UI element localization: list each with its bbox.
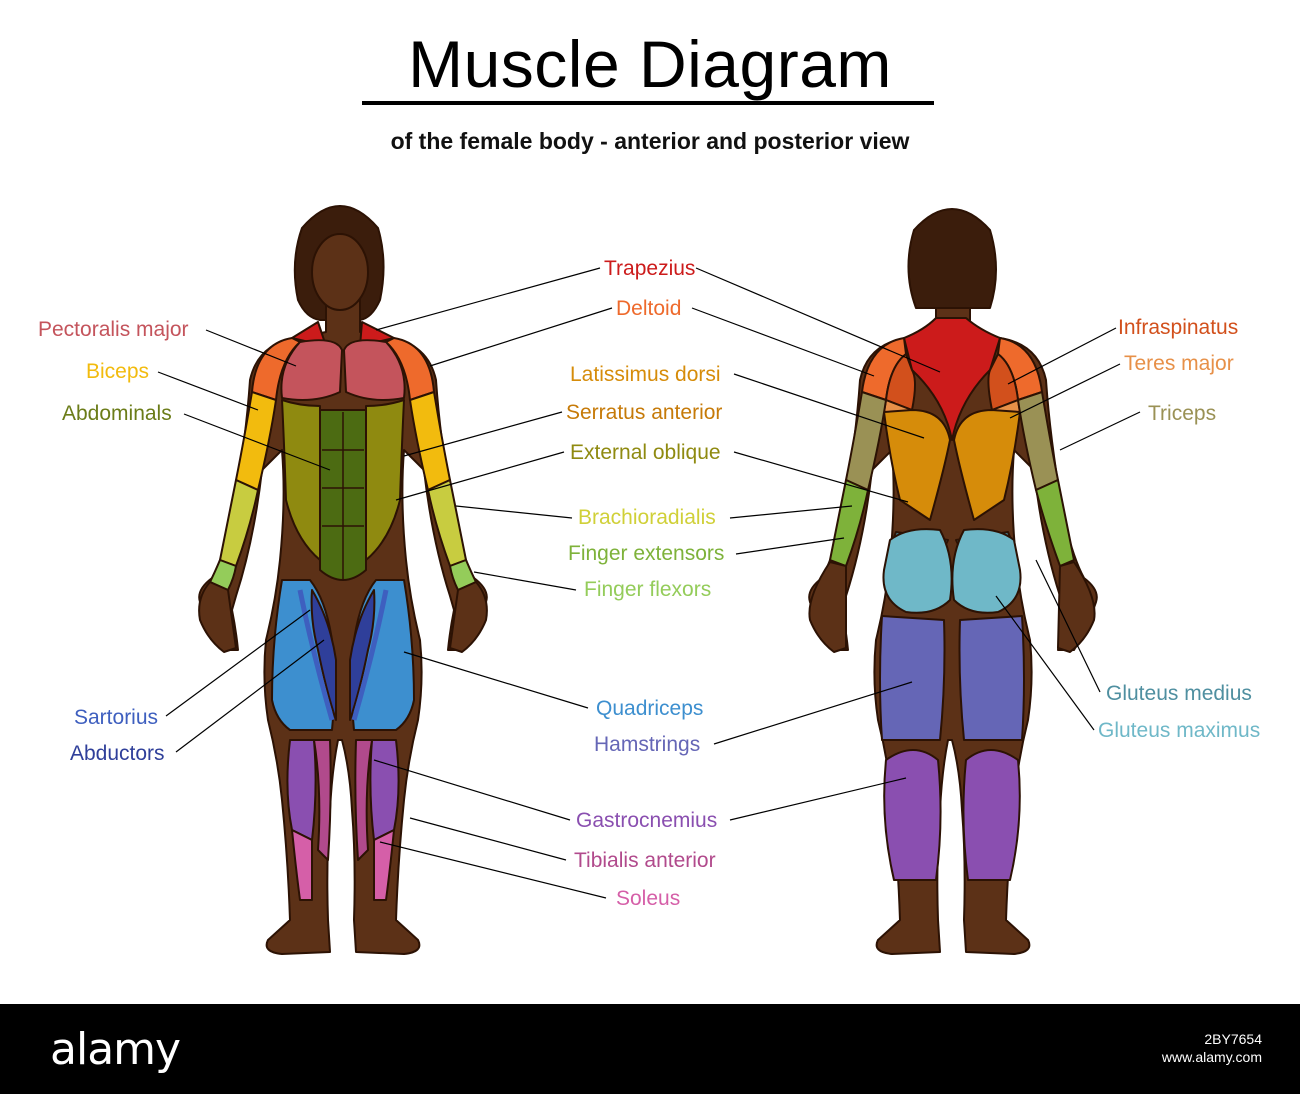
- leader-lines: [157, 267, 1141, 899]
- label-external-oblique: External oblique: [570, 441, 721, 464]
- back-hamstrings-right: [958, 615, 1025, 741]
- back-gastrocnemius-right: [962, 749, 1021, 881]
- label-hamstrings: Hamstrings: [594, 733, 701, 756]
- back-gluteus-maximus-left: [882, 528, 953, 614]
- footer-bar: alamy 2BY7654 www.alamy.com: [0, 1004, 1300, 1094]
- front-sartorius-right: [351, 589, 389, 721]
- label-latissimus-dorsi: Latissimus dorsi: [570, 363, 721, 386]
- front-external-oblique-right: [365, 399, 405, 561]
- footer-meta: 2BY7654 www.alamy.com: [1162, 1030, 1262, 1066]
- front-abdominals-lines: [322, 412, 364, 580]
- label-serratus-anterior: Serratus anterior: [566, 401, 723, 424]
- back-gastrocnemius-left: [883, 749, 942, 881]
- front-hand-left: [198, 581, 237, 653]
- label-tibialis-anterior: Tibialis anterior: [574, 849, 716, 872]
- label-soleus: Soleus: [616, 887, 681, 910]
- posterior-figure: [808, 208, 1098, 955]
- front-gastrocnemius-right: [369, 739, 400, 841]
- site-url: www.alamy.com: [1161, 1049, 1262, 1065]
- front-abductors-right: [349, 589, 376, 721]
- front-hand-right: [449, 581, 488, 653]
- label-gastrocnemius: Gastrocnemius: [576, 809, 718, 832]
- label-deltoid: Deltoid: [616, 297, 682, 320]
- label-biceps: Biceps: [86, 360, 150, 383]
- front-sartorius-left: [297, 589, 335, 721]
- label-finger-flexors: Finger flexors: [584, 578, 712, 601]
- front-tibialis-right: [354, 739, 373, 861]
- label-finger-extensors: Finger extensors: [568, 542, 725, 565]
- back-hand-right: [1057, 561, 1096, 653]
- brand-logo: alamy: [50, 1024, 181, 1075]
- front-external-oblique-left: [281, 399, 321, 561]
- page-title: Muscle Diagram: [408, 27, 892, 101]
- front-face: [311, 233, 369, 311]
- label-sartorius: Sartorius: [74, 706, 159, 729]
- image-id: 2BY7654: [1204, 1031, 1262, 1047]
- label-triceps: Triceps: [1148, 402, 1217, 425]
- front-abductors-left: [310, 589, 337, 721]
- label-gluteus-medius: Gluteus medius: [1106, 682, 1252, 705]
- label-gluteus-maximus: Gluteus maximus: [1098, 719, 1261, 742]
- front-soleus-left: [291, 829, 313, 901]
- front-gastrocnemius-left: [286, 739, 317, 841]
- label-abductors: Abductors: [70, 742, 165, 765]
- muscle-diagram-figures: [157, 205, 1141, 955]
- page-subtitle: of the female body - anterior and poster…: [390, 128, 910, 154]
- front-tibialis-left: [313, 739, 332, 861]
- back-hamstrings-left: [879, 615, 946, 741]
- front-pectoral-left: [280, 339, 343, 401]
- label-trapezius: Trapezius: [604, 257, 696, 280]
- back-latissimus-left: [883, 409, 951, 521]
- title-underline: [362, 101, 934, 105]
- label-quadriceps: Quadriceps: [596, 697, 704, 720]
- label-abdominals: Abdominals: [62, 402, 172, 425]
- front-body-silhouette: [198, 299, 488, 955]
- front-soleus-right: [373, 829, 395, 901]
- label-pectoralis-major: Pectoralis major: [38, 318, 189, 341]
- label-infraspinatus: Infraspinatus: [1118, 316, 1239, 339]
- anterior-figure: [198, 205, 488, 955]
- back-hair: [907, 208, 997, 309]
- back-gluteus-maximus-right: [951, 528, 1022, 614]
- label-teres-major: Teres major: [1124, 352, 1234, 375]
- back-latissimus-right: [953, 409, 1021, 521]
- back-hand-left: [808, 561, 847, 653]
- label-brachioradialis: Brachioradialis: [578, 506, 716, 529]
- back-trapezius: [903, 317, 1001, 441]
- front-pectoral-right: [343, 339, 406, 401]
